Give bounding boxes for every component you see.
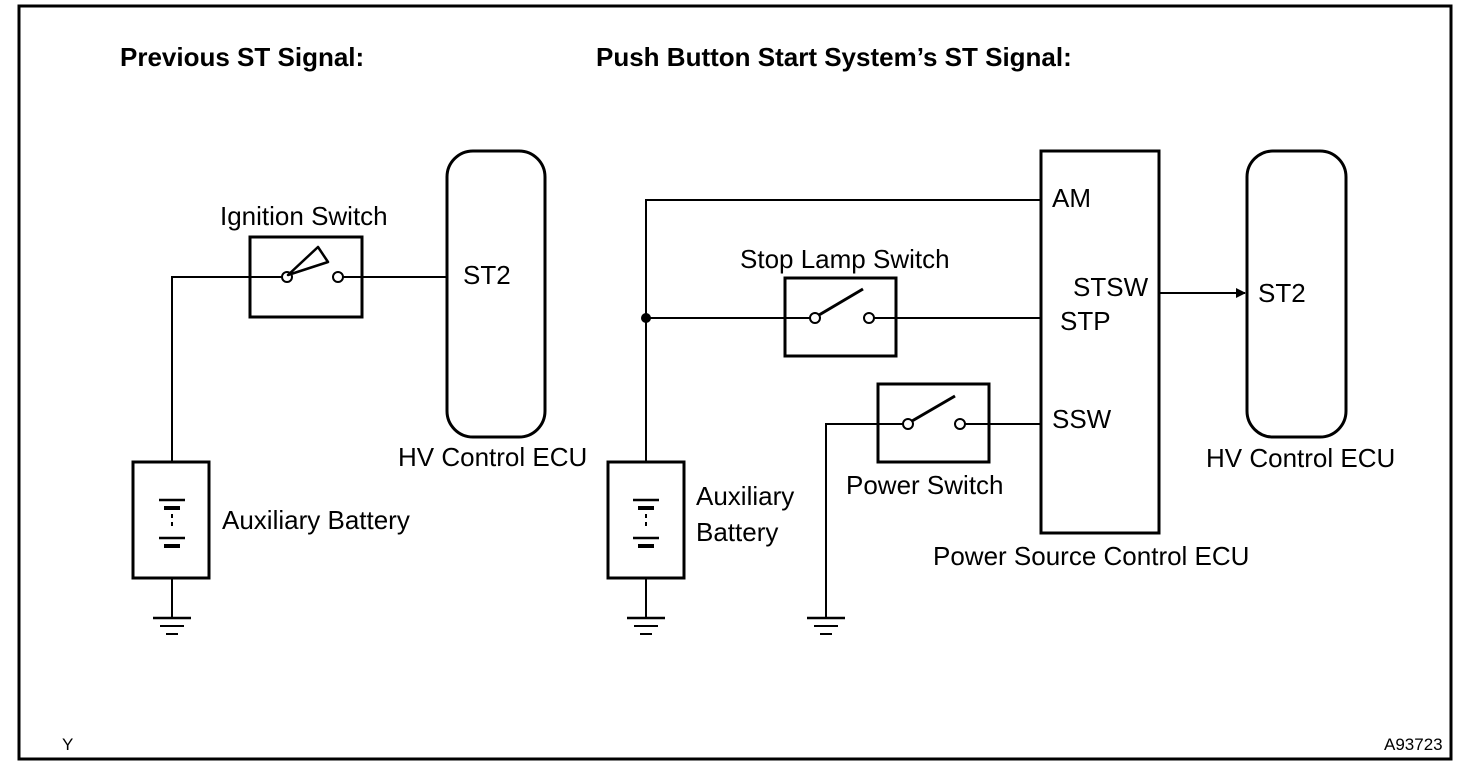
power-source-control-ecu-box [1039, 149, 1161, 535]
stop-lamp-switch-contact-right [863, 312, 875, 324]
right-circuit: Stop Lamp Switch Power Switch AM STSW ST… [606, 149, 1395, 635]
terminal-stsw: STSW [1073, 272, 1149, 302]
left-auxiliary-battery-box [131, 460, 211, 580]
heading-push-button-st-signal: Push Button Start System’s ST Signal: [596, 42, 1072, 72]
right-hv-control-ecu-label: HV Control ECU [1206, 443, 1395, 473]
ignition-switch-label: Ignition Switch [220, 201, 388, 231]
heading-previous-st-signal: Previous ST Signal: [120, 42, 364, 72]
left-hv-control-ecu-box [445, 149, 547, 439]
right-auxiliary-battery-label-line1: Auxiliary [696, 481, 794, 511]
right-auxiliary-battery-box [606, 460, 686, 580]
right-hv-control-ecu-box [1245, 149, 1348, 439]
power-switch-contact-right [954, 418, 966, 430]
right-hv-ecu-terminal-st2: ST2 [1258, 278, 1306, 308]
power-source-control-ecu-label: Power Source Control ECU [933, 541, 1249, 571]
right-battery-ground-symbol [627, 616, 665, 635]
right-auxiliary-battery-label-line2: Battery [696, 517, 778, 547]
stop-lamp-switch-contact-left [809, 312, 821, 324]
left-auxiliary-battery-label: Auxiliary Battery [222, 505, 410, 535]
figure-id: A93723 [1384, 735, 1443, 754]
power-switch-blade [911, 394, 956, 423]
left-hv-ecu-terminal-st2: ST2 [463, 260, 511, 290]
ssw-wire-ground [825, 423, 878, 618]
stop-lamp-switch-label: Stop Lamp Switch [740, 244, 950, 274]
left-main-wire [171, 276, 250, 462]
power-switch-contact-left [902, 418, 914, 430]
stop-lamp-switch-blade [818, 287, 864, 317]
ignition-switch-key-blade [286, 245, 330, 277]
left-hv-control-ecu-label: HV Control ECU [398, 442, 587, 472]
right-main-wire-am [645, 199, 1041, 462]
terminal-am: AM [1052, 183, 1091, 213]
ignition-switch-contact-right [332, 271, 344, 283]
left-ground-symbol [153, 616, 191, 635]
left-circuit: Ignition Switch ST2 HV Control ECU Auxil… [131, 149, 587, 635]
power-switch-label: Power Switch [846, 470, 1004, 500]
power-switch-ground-symbol [807, 616, 845, 635]
terminal-stp: STP [1060, 306, 1111, 336]
diagram-frame [17, 4, 1453, 761]
terminal-ssw: SSW [1052, 404, 1112, 434]
footer-left-code: Y [62, 735, 73, 754]
